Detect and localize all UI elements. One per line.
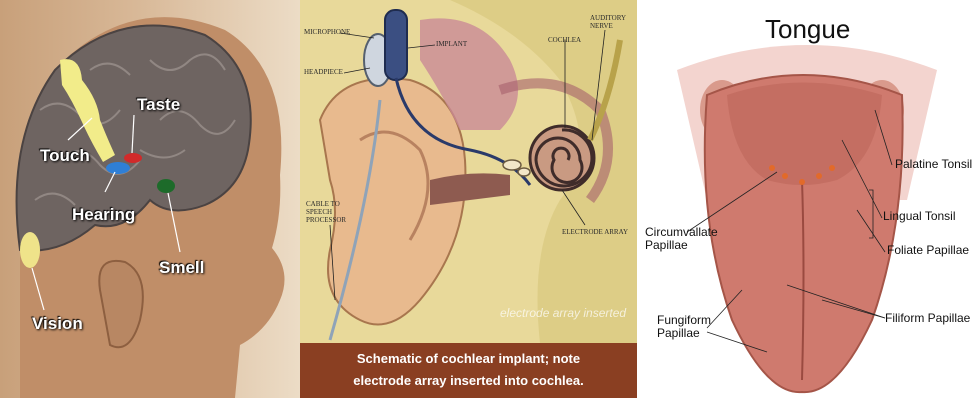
brain-illustration — [0, 0, 300, 398]
smell-region — [157, 179, 175, 193]
foliate-papillae-label: Foliate Papillae — [887, 244, 969, 257]
hearing-label: Hearing — [72, 205, 135, 225]
touch-label: Touch — [40, 146, 90, 166]
caption-line-1: Schematic of cochlear implant; note — [300, 351, 637, 366]
tongue-panel: Tongue Palatine Tonsil Lingual Tonsil Ci… — [637, 0, 977, 398]
caption-line-2: electrode array inserted into cochlea. — [300, 373, 637, 388]
vision-label: Vision — [32, 314, 83, 334]
caption-bar: Schematic of cochlear implant; note elec… — [300, 343, 637, 398]
hearing-region — [106, 162, 130, 174]
cochlea-spiral — [530, 126, 594, 190]
watermark-text: electrode array inserted — [500, 306, 626, 320]
vision-region — [20, 232, 40, 268]
implant-label: IMPLANT — [436, 40, 467, 48]
cochlear-implant-panel: MICROPHONE HEADPIECE IMPLANT COCHLEA AUD… — [300, 0, 637, 398]
filiform-papillae-label: Filiform Papillae — [885, 312, 970, 325]
tongue-title: Tongue — [765, 14, 850, 45]
brain-senses-panel: Touch Taste Hearing Smell Vision — [0, 0, 300, 398]
cochlea-label: COCHLEA — [548, 36, 581, 44]
cochlear-implant-illustration — [300, 0, 637, 343]
microphone-label: MICROPHONE — [304, 28, 350, 36]
headpiece-label: HEADPIECE — [304, 68, 343, 76]
auditory-nerve-label: AUDITORY NERVE — [590, 14, 634, 30]
taste-label: Taste — [137, 95, 180, 115]
electrode-array-label: ELECTRODE ARRAY — [562, 228, 628, 236]
circumvallate-papillae-label: Circumvallate Papillae — [645, 226, 735, 252]
cable-label: CABLE TO SPEECH PROCESSOR — [306, 200, 350, 224]
smell-label: Smell — [159, 258, 204, 278]
palatine-tonsil-label: Palatine Tonsil — [895, 158, 972, 171]
implant-device — [385, 10, 407, 80]
fungiform-papillae-label: Fungiform Papillae — [657, 314, 727, 340]
lingual-tonsil-label: Lingual Tonsil — [883, 210, 956, 223]
taste-region — [124, 153, 142, 163]
